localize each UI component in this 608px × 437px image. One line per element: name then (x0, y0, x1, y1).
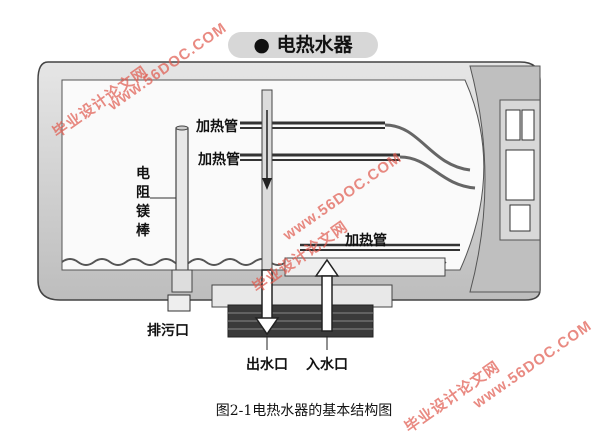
magnesium-rod-shape (176, 128, 188, 278)
tank-inner-liner (62, 80, 484, 270)
label-water-inlet: 入水口 (306, 354, 348, 374)
label-drain-outlet: 排污口 (147, 320, 189, 340)
drain-plug (168, 295, 190, 311)
figure-caption: 图2-1电热水器的基本结构图 (0, 400, 608, 420)
title-text: 电热水器 (277, 34, 353, 56)
label-heating-tube-1: 加热管 (196, 116, 238, 136)
title-bullet-icon: ● (253, 34, 270, 56)
label-magnesium-rod: 电阻镁棒 (134, 165, 152, 241)
diagram-title: ● 电热水器 (228, 32, 378, 58)
label-water-outlet: 出水口 (246, 354, 288, 374)
label-heating-tube-2: 加热管 (198, 149, 240, 169)
diagram: ● 电热水器 加热管 加热管 加热管 电阻镁棒 排污口 出水口 入水口 图2-1… (0, 0, 608, 427)
bottom-flange (212, 285, 392, 307)
